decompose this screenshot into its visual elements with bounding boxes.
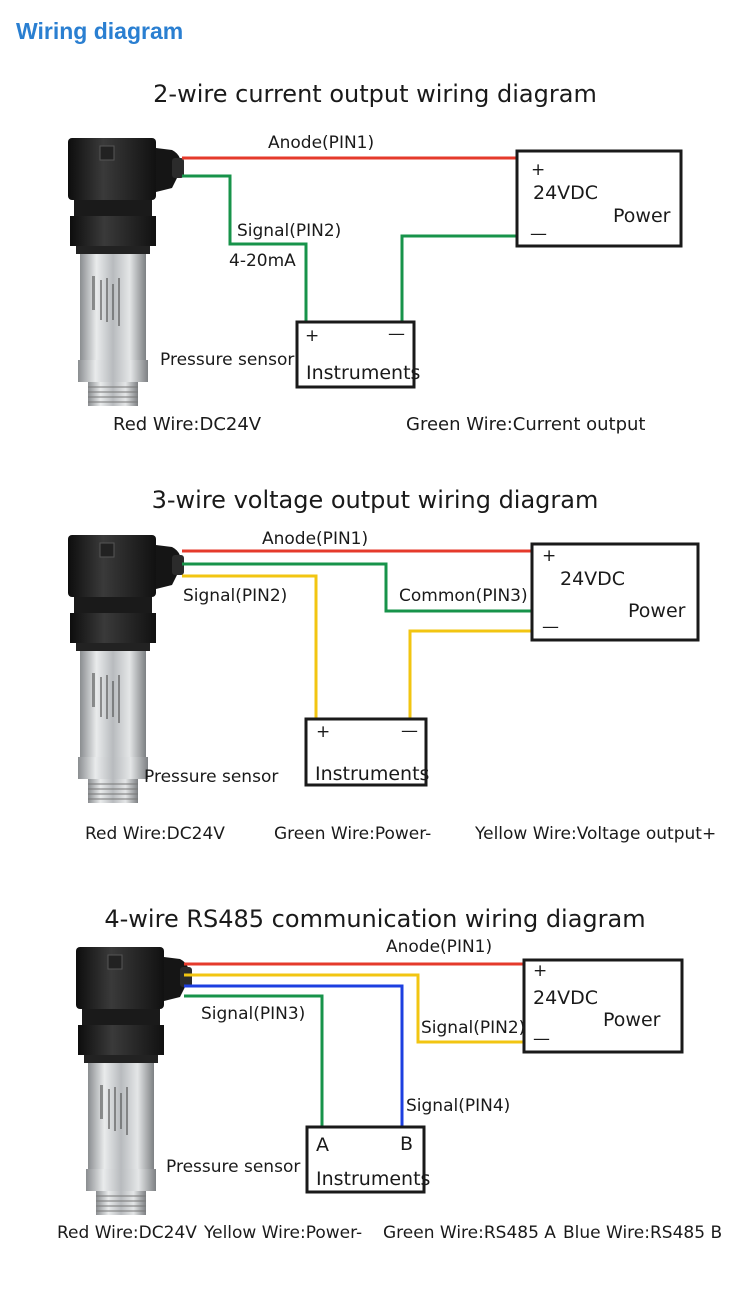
signal2-label: Signal(PIN2) <box>421 1018 526 1038</box>
yellow-wire-return <box>408 629 532 719</box>
power-name: Power <box>613 205 671 227</box>
power-voltage: 24VDC <box>533 987 599 1009</box>
power-box <box>522 958 684 1054</box>
wiring-svg <box>68 535 700 804</box>
green-wire-signal <box>182 174 308 322</box>
diagram-title: 4-wire RS485 communication wiring diagra… <box>104 905 646 933</box>
power-box <box>515 149 683 248</box>
green-wire <box>182 562 532 613</box>
diagram-title: 2-wire current output wiring diagram <box>153 80 597 108</box>
power-plus: + <box>531 160 546 180</box>
power-minus: — <box>530 224 547 244</box>
blue-wire <box>184 984 404 1127</box>
power-box <box>530 542 700 642</box>
green-wire <box>184 994 324 1127</box>
legend-blue: Blue Wire:RS485 B <box>563 1223 723 1243</box>
legend-red: Red Wire:DC24V <box>85 824 225 844</box>
anode-label: Anode(PIN1) <box>386 937 493 957</box>
common-label: Common(PIN3) <box>399 586 528 606</box>
signal3-label: Signal(PIN3) <box>201 1004 306 1024</box>
power-voltage: 24VDC <box>560 568 626 590</box>
anode-label: Anode(PIN1) <box>262 529 369 549</box>
yellow-wire-signal <box>182 574 318 719</box>
diagram-3-wire: 3-wire voltage output wiring diagram Ano… <box>68 486 717 844</box>
power-name: Power <box>603 1009 661 1031</box>
yellow-wire <box>184 973 524 1044</box>
sensor-label: Pressure sensor <box>160 350 295 370</box>
page-title: Wiring diagram <box>16 18 184 44</box>
diagram-2-wire: 2-wire current output wiring diagram Ano… <box>0 0 750 450</box>
instrument-minus: — <box>388 324 405 344</box>
power-plus: + <box>533 961 548 981</box>
instrument-box <box>304 717 428 787</box>
legend-yellow: Yellow Wire:Voltage output+ <box>475 824 717 844</box>
legend-yellow: Yellow Wire:Power- <box>204 1223 363 1243</box>
instrument-name: Instruments <box>306 362 421 384</box>
wiring-svg <box>68 138 683 407</box>
sensor-label: Pressure sensor <box>166 1157 301 1177</box>
signal-label: Signal(PIN2) <box>183 586 288 606</box>
power-plus: + <box>542 546 557 566</box>
anode-label: Anode(PIN1) <box>268 133 375 153</box>
power-minus: — <box>542 617 559 637</box>
instrument-box <box>305 1125 426 1194</box>
signal-sub-label: 4-20mA <box>229 251 296 271</box>
instrument-b: B <box>400 1133 414 1155</box>
instrument-name: Instruments <box>315 763 430 785</box>
legend-green: Green Wire:RS485 A <box>383 1223 556 1243</box>
instrument-name: Instruments <box>316 1168 431 1190</box>
power-name: Power <box>628 600 686 622</box>
signal4-label: Signal(PIN4) <box>406 1096 511 1116</box>
instrument-plus: + <box>305 326 320 346</box>
green-wire-return <box>400 234 517 322</box>
power-minus: — <box>533 1029 550 1049</box>
legend-green: Green Wire:Power- <box>274 824 432 844</box>
instrument-plus: + <box>316 722 331 742</box>
legend-green: Green Wire:Current output <box>406 414 646 435</box>
diagram-title: 3-wire voltage output wiring diagram <box>151 486 599 514</box>
legend-red: Red Wire:DC24V <box>113 414 262 435</box>
sensor-label: Pressure sensor <box>144 767 279 787</box>
instrument-box <box>295 320 416 389</box>
power-voltage: 24VDC <box>533 182 599 204</box>
instrument-a: A <box>316 1134 329 1156</box>
legend-red: Red Wire:DC24V <box>57 1223 197 1243</box>
instrument-minus: — <box>401 721 418 741</box>
signal-label: Signal(PIN2) <box>237 221 342 241</box>
